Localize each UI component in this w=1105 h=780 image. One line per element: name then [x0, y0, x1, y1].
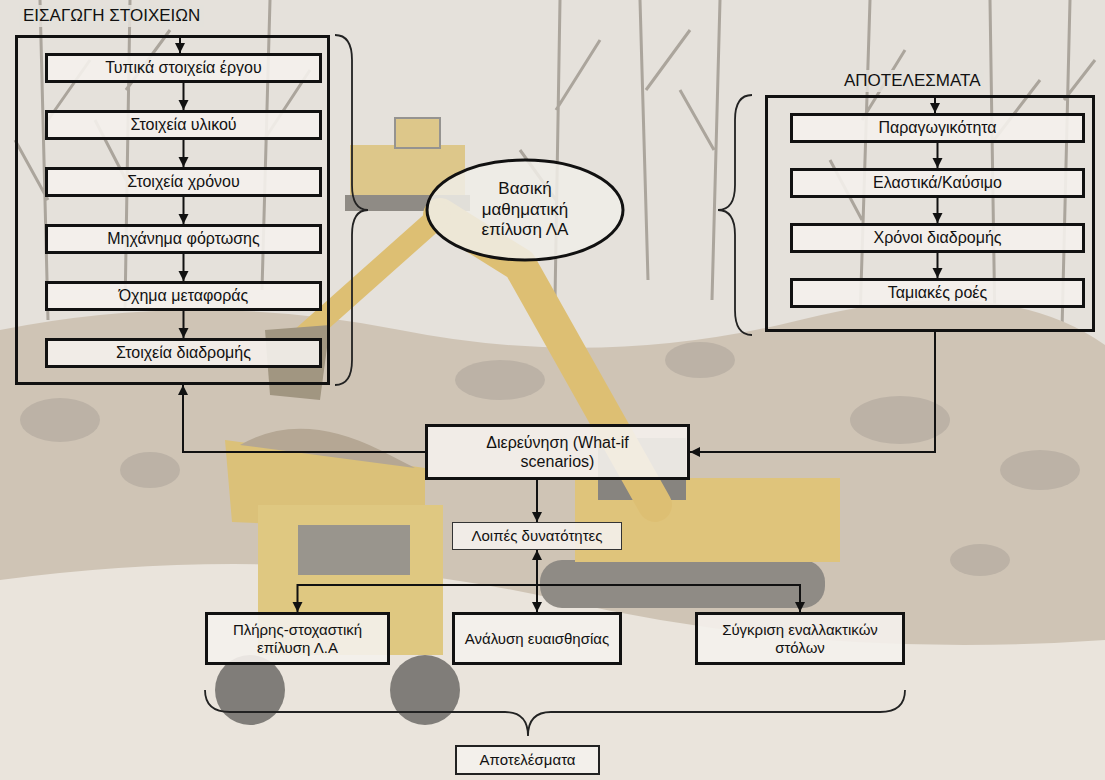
group-frame — [15, 35, 330, 385]
process-box: Τυπικά στοιχεία έργου — [45, 53, 322, 83]
group-box: ΑΠΟΤΕΛΕΣΜΑΤΑ ΠαραγωγικότηταΕλαστικά/Καύσι… — [765, 70, 1095, 332]
process-ellipse: Βασική μαθηματική επίλυση ΛΑ — [425, 158, 625, 262]
process-box: Στοιχεία υλικού — [45, 110, 322, 140]
flow-arrow — [183, 311, 185, 338]
flow-arrow — [183, 197, 185, 224]
process-box: Ταμιακές ροές — [790, 278, 1085, 308]
result-box: Αποτελέσματα — [455, 745, 600, 775]
node-label: Πλήρης-στοχαστική επίλυση Λ.Α — [214, 621, 381, 657]
group-heading: ΕΙΣΑΓΩΓΗ ΣΤΟΙΧΕΙΩΝ — [19, 5, 204, 27]
flow-arrow — [536, 480, 538, 522]
trees — [15, 0, 1095, 330]
output-brace — [718, 95, 752, 335]
group-box: ΕΙΣΑΓΩΓΗ ΣΤΟΙΧΕΙΩΝ Τυπικά στοιχεία έργουΣ… — [15, 5, 330, 385]
flow-arrow — [183, 385, 425, 452]
process-box: Σύγκριση εναλλακτικών στόλων — [695, 612, 905, 665]
process-box: Πλήρης-στοχαστική επίλυση Λ.Α — [205, 612, 390, 665]
node-label: Στοιχεία διαδρομής — [116, 343, 251, 362]
flow-arrow — [298, 550, 538, 612]
node-label: Ελαστικά/Καύσιμο — [873, 173, 1002, 192]
flow-arrow — [937, 198, 939, 223]
process-box: Στοιχεία χρόνου — [45, 167, 322, 197]
node-label: Σύγκριση εναλλακτικών στόλων — [704, 621, 896, 657]
flow-arrow — [183, 254, 185, 281]
node-label: Λοιπές δυνατότητες — [471, 527, 602, 545]
input-brace — [335, 35, 368, 385]
process-box: Στοιχεία διαδρομής — [45, 338, 322, 368]
process-box: Ανάλυση ευαισθησίας — [452, 612, 622, 665]
group-heading: ΑΠΟΤΕΛΕΣΜΑΤΑ — [840, 70, 984, 92]
flow-arrow — [937, 143, 939, 168]
process-box: Διερεύνηση (What-if scenarios) — [425, 424, 690, 480]
options-brace — [205, 690, 905, 736]
process-box: Μηχάνημα φόρτωσης — [45, 224, 322, 254]
process-box: Ελαστικά/Καύσιμο — [790, 168, 1085, 198]
node-label: Διερεύνηση (What-if scenarios) — [468, 433, 648, 471]
process-box: Παραγωγικότητα — [790, 113, 1085, 143]
node-label: Όχημα μεταφοράς — [119, 286, 249, 305]
node-label: Ανάλυση ευαισθησίας — [465, 630, 609, 648]
node-label: Μηχάνημα φόρτωσης — [107, 229, 259, 248]
flow-arrow — [937, 253, 939, 278]
flow-arrow — [183, 83, 185, 110]
flow-arrow — [183, 140, 185, 167]
process-box: Χρόνοι διαδρομής — [790, 223, 1085, 253]
node-label: Στοιχεία χρόνου — [127, 172, 240, 191]
node-label: Βασική μαθηματική επίλυση ΛΑ — [460, 179, 590, 240]
ground — [0, 300, 1105, 780]
process-box: Όχημα μεταφοράς — [45, 281, 322, 311]
node-label: Αποτελέσματα — [479, 751, 575, 769]
dump-truck — [215, 429, 460, 725]
node-label: Χρόνοι διαδρομής — [873, 228, 1001, 247]
flow-arrow — [690, 332, 935, 452]
node-label: Ταμιακές ροές — [888, 283, 987, 302]
node-label: Παραγωγικότητα — [878, 118, 996, 137]
flow-arrow — [537, 550, 800, 612]
node-label: Τυπικά στοιχεία έργου — [105, 58, 261, 77]
node-label: Στοιχεία υλικού — [130, 115, 236, 134]
rocks — [20, 342, 1080, 576]
option-box: Λοιπές δυνατότητες — [452, 522, 622, 550]
